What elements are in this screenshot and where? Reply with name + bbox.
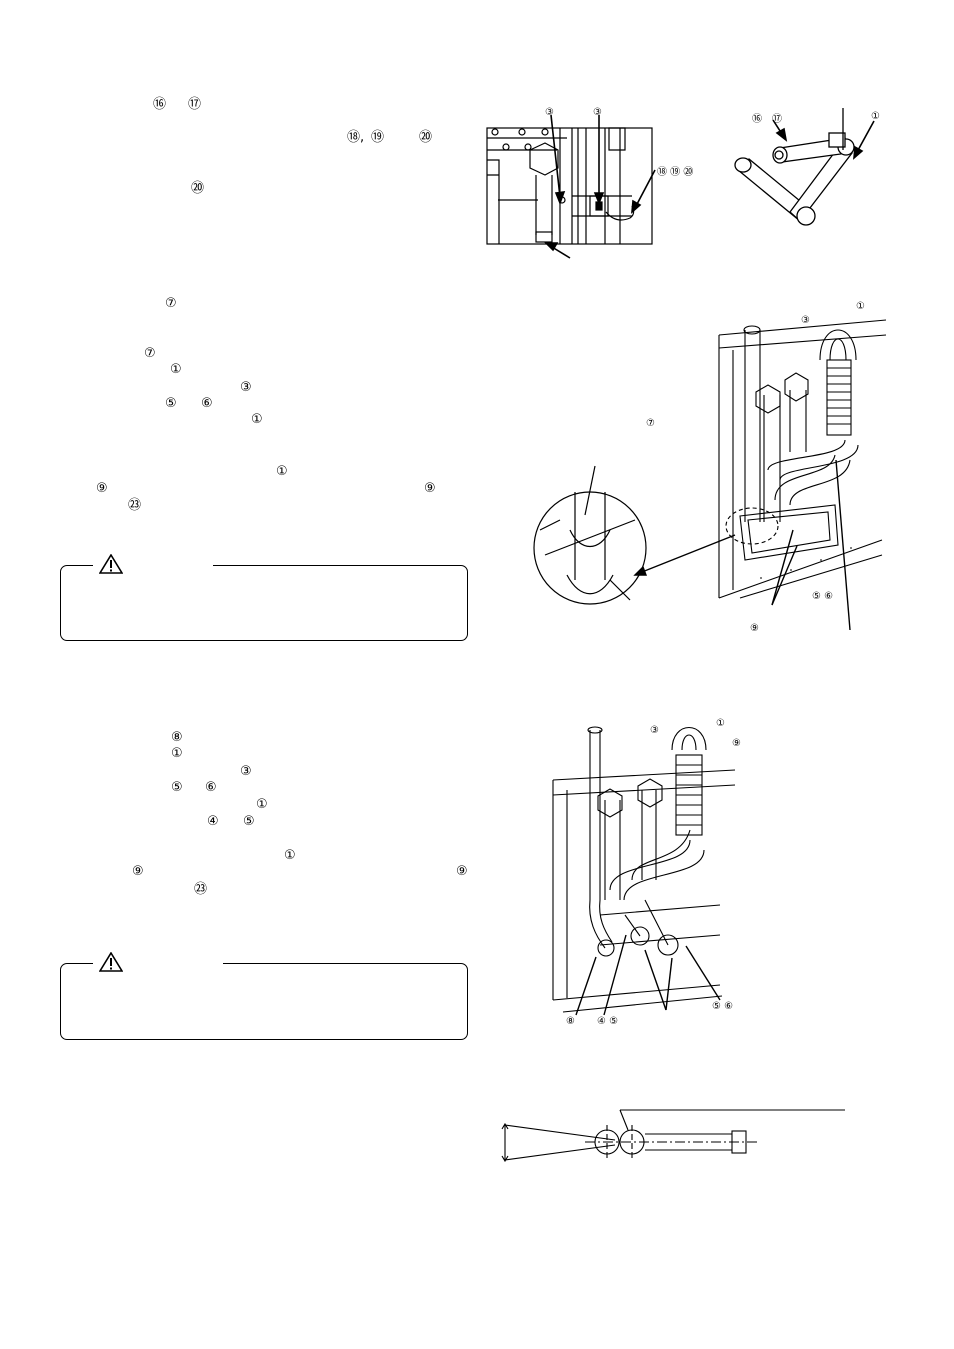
marker-20: ⑳ xyxy=(191,181,205,196)
fig4-marker-9: ⑨ xyxy=(732,738,741,749)
caution-header xyxy=(93,553,213,575)
fig2-marker-16: ⑯ xyxy=(752,114,762,125)
marker-9: ⑨ xyxy=(456,864,468,879)
marker-9: ⑨ xyxy=(424,481,436,496)
fig3-marker-1: ① xyxy=(856,301,865,312)
fig1-marker-3: ③ xyxy=(545,107,554,118)
fig3-marker-5-6: ⑤ ⑥ xyxy=(812,591,834,602)
fig4-marker-1: ① xyxy=(716,718,725,729)
marker-7: ⑦ xyxy=(165,296,177,311)
marker-17: ⑰ xyxy=(188,97,202,112)
marker-23: ㉓ xyxy=(194,882,208,897)
fig2-marker-17: ⑰ xyxy=(772,114,782,125)
fig3-marker-3: ③ xyxy=(801,315,810,326)
marker-4: ④ xyxy=(207,814,219,829)
marker-1: ① xyxy=(284,848,296,863)
marker-3: ③ xyxy=(240,380,252,395)
fig1-marker-3: ③ xyxy=(593,107,602,118)
marker-1: ① xyxy=(170,362,182,377)
caution-box xyxy=(60,963,468,1040)
warning-triangle-icon xyxy=(99,554,123,574)
marker-23: ㉓ xyxy=(128,498,142,513)
fig1-marker-18-19-20: ⑱ ⑲ ⑳ xyxy=(657,167,694,178)
marker-9: ⑨ xyxy=(132,864,144,879)
caution-box xyxy=(60,565,468,641)
fig2-marker-1: ① xyxy=(871,111,880,122)
marker-18: ⑱, xyxy=(347,130,365,145)
marker-16: ⑯ xyxy=(153,97,167,112)
marker-1: ① xyxy=(276,464,288,479)
marker-3: ③ xyxy=(240,764,252,779)
fig3-marker-7: ⑦ xyxy=(646,418,655,429)
marker-5: ⑤ xyxy=(243,814,255,829)
marker-1: ① xyxy=(256,797,268,812)
marker-8: ⑧ xyxy=(171,730,183,745)
fig4-marker-4-5: ④ ⑤ xyxy=(597,1016,619,1027)
fig4-marker-8: ⑧ xyxy=(566,1016,575,1027)
marker-19: ⑲ xyxy=(371,130,385,145)
marker-6: ⑥ xyxy=(201,396,213,411)
marker-6: ⑥ xyxy=(205,780,217,795)
marker-20: ⑳ xyxy=(419,130,433,145)
marker-5: ⑤ xyxy=(171,780,183,795)
marker-5: ⑤ xyxy=(165,396,177,411)
fig4-marker-3: ③ xyxy=(650,725,659,736)
marker-1: ① xyxy=(251,412,263,427)
caution-header xyxy=(93,951,223,973)
warning-triangle-icon xyxy=(99,952,123,972)
marker-1: ① xyxy=(171,746,183,761)
marker-9: ⑨ xyxy=(96,481,108,496)
marker-7: ⑦ xyxy=(144,346,156,361)
fig3-marker-9: ⑨ xyxy=(750,623,759,634)
fig4-marker-5-6: ⑤ ⑥ xyxy=(712,1001,734,1012)
